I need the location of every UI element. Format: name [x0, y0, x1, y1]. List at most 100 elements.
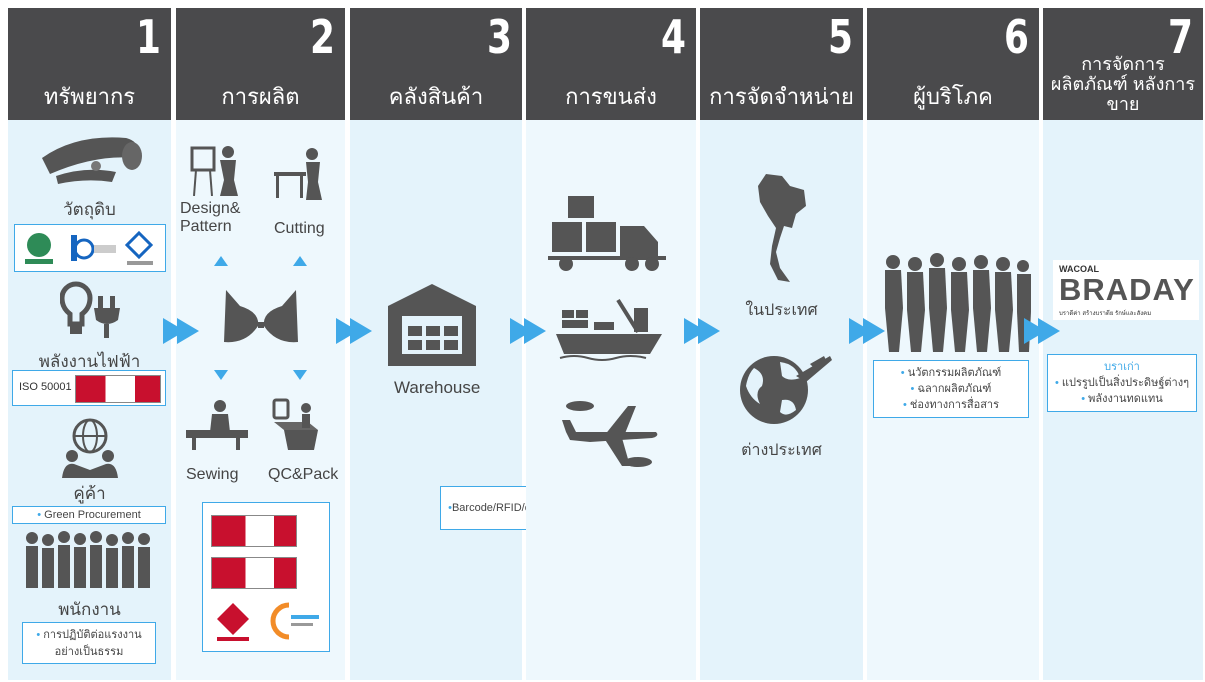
women-group-icon [885, 253, 1031, 352]
flow-arrow-icon [1024, 318, 1060, 344]
raw-material-logos [14, 224, 166, 272]
cutting-label: Cutting [274, 220, 325, 237]
bullet-icon: • [1054, 377, 1062, 389]
step-number: 3 [487, 10, 512, 64]
domestic-label: ในประเทศ [745, 302, 818, 319]
flow-arrow-icon [336, 318, 372, 344]
column-header: 4 การขนส่ง [526, 8, 696, 120]
column-header: 3 คลังสินค้า [350, 8, 522, 120]
column-body: ในประเทศ ต่างประเทศ [700, 120, 863, 680]
designer-icon [190, 146, 238, 196]
column-distribution: 5 การจัดจำหน่าย ในประเทศ ต่างประเทศ [700, 8, 863, 680]
bullet-icon: • [1081, 393, 1089, 405]
thailand-map-icon [758, 174, 806, 282]
arrow-down-icon [214, 370, 228, 380]
cargo-ship-icon [556, 298, 662, 361]
bullet-icon: • [900, 367, 908, 379]
column-title: ทรัพยากร [43, 84, 136, 109]
bulb-plug-icon [60, 281, 120, 338]
step-number: 4 [661, 10, 686, 64]
column-transport: 4 การขนส่ง [526, 8, 696, 680]
arrow-up-icon [214, 256, 228, 266]
sewing-label: Sewing [186, 466, 239, 483]
after-sales-item: พลังงานทดแทน [1088, 393, 1163, 405]
column-title: การขนส่ง [565, 84, 657, 109]
cutter-icon [274, 148, 322, 200]
column-body [526, 120, 696, 680]
column-title: การผลิต [221, 84, 300, 109]
partners-label: คู่ค้า [73, 484, 106, 503]
column-header: 7 การจัดการผลิตภัณฑ์ หลังการขาย [1043, 8, 1203, 120]
after-sales-item: แปรรูปเป็นสิ่งประดิษฐ์ต่างๆ [1061, 377, 1189, 389]
column-production: 2 การผลิต Design& Pattern Cutting [176, 8, 345, 680]
iso-box: ISO 50001 [12, 370, 166, 406]
column-body: • นวัตกรรมผลิตภัณฑ์ • ฉลากผลิตภัณฑ์ • ช่… [867, 120, 1039, 680]
bullet-icon: • [448, 502, 452, 514]
step-number: 5 [828, 10, 853, 64]
arrow-up-icon [293, 256, 307, 266]
employees-group-icon [26, 531, 150, 588]
qcpack-label: QC&Pack [268, 466, 339, 483]
sewing-machine-icon [186, 400, 248, 450]
column-body: วัตถุดิบ พลังงานไฟฟ้า ISO 50001 [8, 120, 171, 680]
design-label-line-2: Pattern [180, 218, 232, 235]
flow-arrow-icon [510, 318, 546, 344]
braday-logo: WACOAL BRADAY บราดีค่า สร้างบราดีย รักษ์… [1053, 260, 1199, 320]
raw-material-label: วัตถุดิบ [63, 200, 116, 219]
column-body: WACOAL BRADAY บราดีค่า สร้างบราดีย รักษ์… [1043, 120, 1203, 680]
cert-badge-icon [211, 557, 297, 589]
partners-box-text: Green Procurement [44, 509, 141, 521]
column-title: คลังสินค้า [388, 84, 484, 109]
employees-label: พนักงาน [58, 600, 121, 619]
overseas-label: ต่างประเทศ [741, 442, 822, 459]
consumer-item: ช่องทางการสื่อสาร [909, 399, 1000, 411]
consumer-item: ฉลากผลิตภัณฑ์ [917, 383, 992, 395]
warehouse-label: Warehouse [394, 378, 481, 397]
bullet-icon: • [37, 509, 45, 521]
partners-box: • Green Procurement [12, 506, 166, 524]
employees-box: • การปฏิบัติต่อแรงงาน อย่างเป็นธรรม [22, 622, 156, 664]
column-title: การจัดการผลิตภัณฑ์ หลังการขาย [1050, 54, 1196, 114]
braday-logo-top: WACOAL [1059, 264, 1099, 274]
step-number: 1 [136, 10, 161, 64]
column-header: 6 ผู้บริโภค [867, 8, 1039, 120]
employees-box-line-1: การปฏิบัติต่อแรงงาน [43, 629, 142, 641]
certification-logos-icon [25, 230, 154, 265]
iso-cert-badge-icon [75, 375, 161, 403]
column-header: 5 การจัดจำหน่าย [700, 8, 863, 120]
consumer-box: • นวัตกรรมผลิตภัณฑ์ • ฉลากผลิตภัณฑ์ • ช่… [873, 360, 1029, 418]
step-number: 7 [1168, 10, 1193, 64]
fabric-roll-icon [42, 137, 142, 184]
globe-plane-icon [740, 356, 832, 424]
flow-arrow-icon [684, 318, 720, 344]
globe-handshake-icon [62, 418, 118, 478]
design-label: Design& Pattern [180, 200, 240, 236]
bullet-icon: • [902, 399, 910, 411]
design-label-line-1: Design& [180, 200, 241, 217]
column-header: 1 ทรัพยากร [8, 8, 171, 120]
column-warehouse: 3 คลังสินค้า Warehouse [350, 8, 522, 680]
column-resources: 1 ทรัพยากร วัตถุดิบ [8, 8, 171, 680]
column-body: Design& Pattern Cutting Sewing [176, 120, 345, 680]
iso-text: ISO 50001 [19, 381, 72, 393]
after-sales-box-title: บราเก่า [1104, 361, 1140, 373]
column-after-sales: 7 การจัดการผลิตภัณฑ์ หลังการขาย WACOAL B… [1043, 8, 1203, 680]
production-certs-box [202, 502, 330, 652]
after-sales-box: บราเก่า • แปรรูปเป็นสิ่งประดิษฐ์ต่างๆ • … [1047, 354, 1197, 412]
truck-icon [548, 196, 666, 271]
flow-arrow-icon [849, 318, 885, 344]
flow-arrow-icon [163, 318, 199, 344]
tis-logo-icon [217, 603, 249, 641]
warehouse-icon [388, 284, 476, 366]
electricity-label: พลังงานไฟฟ้า [38, 352, 141, 371]
airplane-icon [562, 401, 658, 467]
carbon-logo-icon [270, 602, 319, 640]
employees-box-line-2: อย่างเป็นธรรม [54, 646, 124, 658]
consumer-item: นวัตกรรมผลิตภัณฑ์ [907, 367, 1002, 379]
step-number: 6 [1004, 10, 1029, 64]
column-consumers: 6 ผู้บริโภค • นวัตกรรมผลิตภัณฑ์ • ฉลากผล… [867, 8, 1039, 680]
bullet-icon: • [910, 383, 918, 395]
bullet-icon: • [36, 629, 44, 641]
column-body: Warehouse [350, 120, 522, 680]
